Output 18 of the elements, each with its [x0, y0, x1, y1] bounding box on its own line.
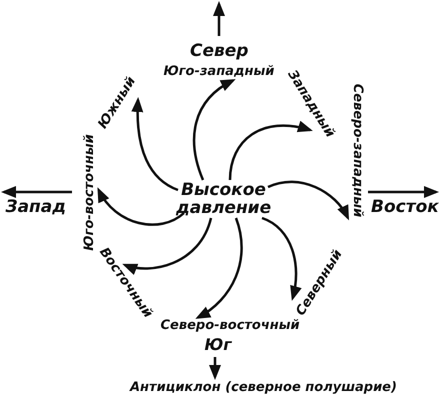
- compass-label: Запад: [6, 198, 66, 218]
- wind-direction-label: Северо-западный: [348, 83, 364, 217]
- wind-arrow: [195, 218, 243, 320]
- wind-arrow: [192, 78, 236, 180]
- wind-arrow: [97, 187, 185, 226]
- wind-arrow: [268, 180, 350, 220]
- caption: Антициклон (северное полушарие): [130, 380, 397, 396]
- wind-arrow: [122, 218, 212, 274]
- pressure-label: Высокое давление: [176, 181, 271, 217]
- wind-arrow: [262, 216, 302, 301]
- compass-label: Восток: [371, 198, 439, 218]
- wind-direction-label: Юго-западный: [164, 64, 274, 80]
- wind-direction-label: Юго-восточный: [82, 134, 98, 250]
- wind-arrow: [132, 97, 178, 192]
- wind-direction-label: Северо-восточный: [160, 318, 300, 334]
- wind-arrow: [228, 121, 313, 180]
- compass-label: Север: [190, 42, 248, 62]
- compass-label: Юг: [204, 336, 232, 354]
